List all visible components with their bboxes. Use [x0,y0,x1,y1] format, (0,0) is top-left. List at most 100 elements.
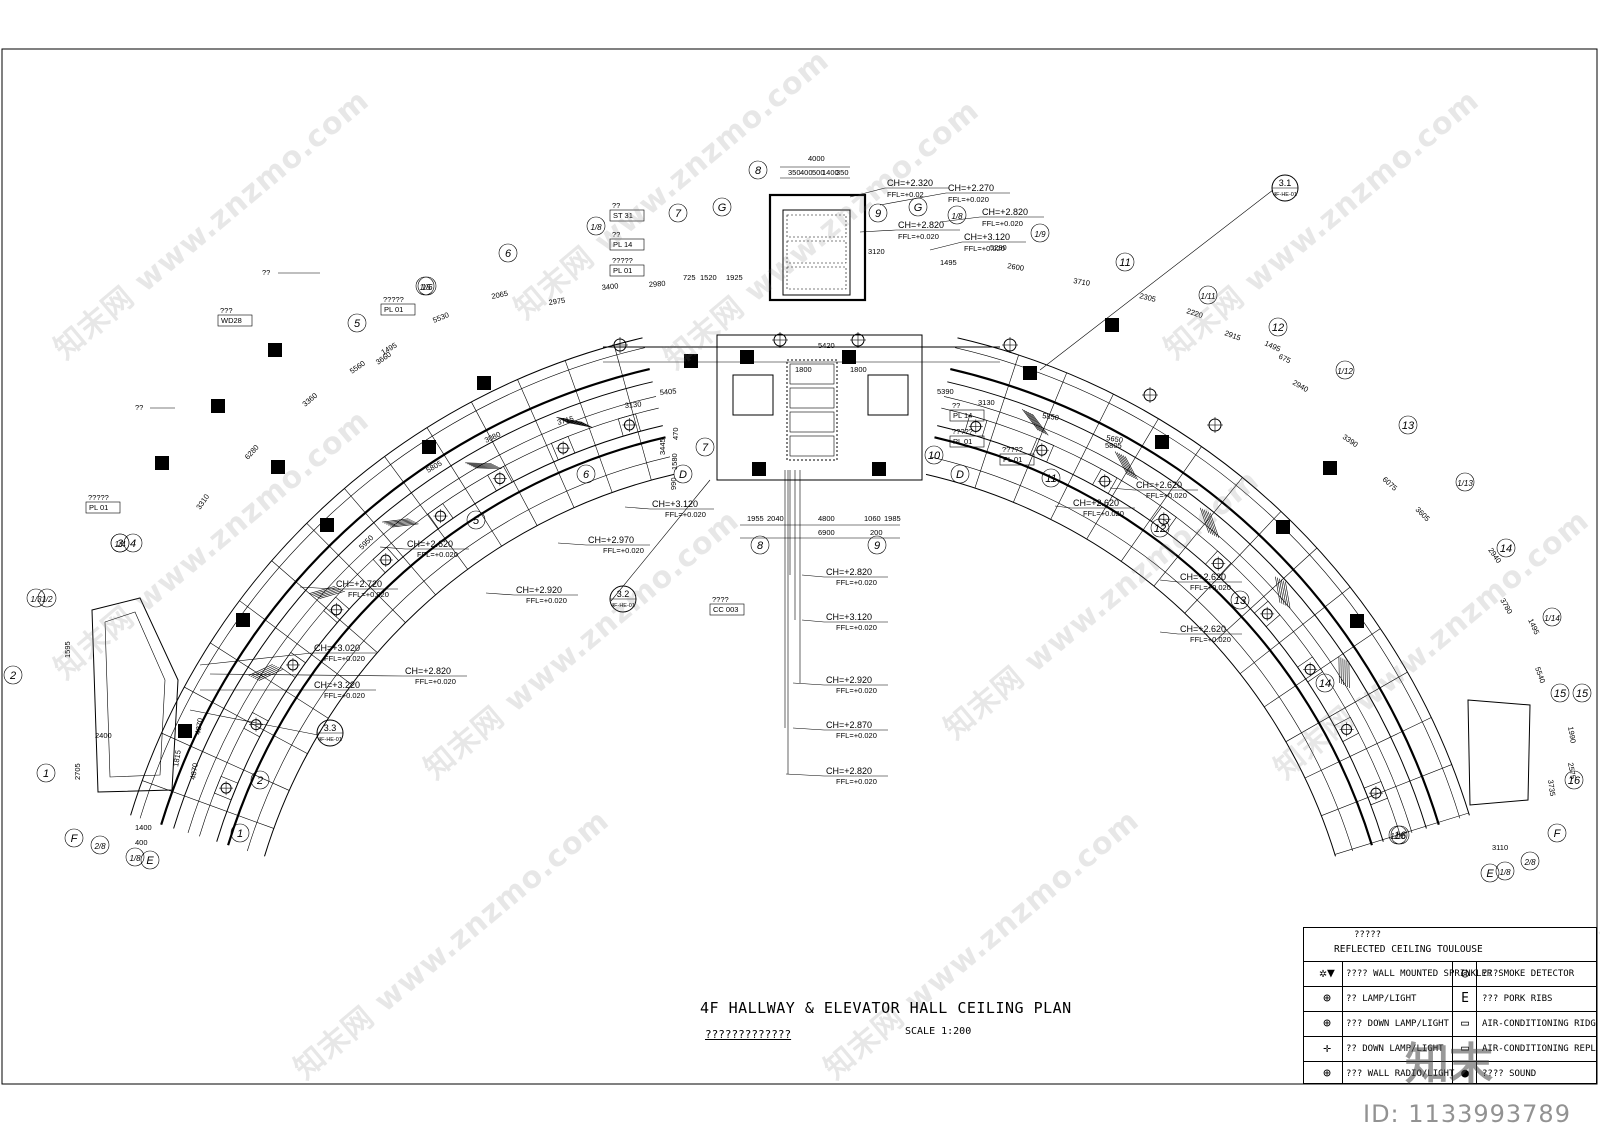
dimension-label: 400 [800,168,813,177]
grid-label: 2 [256,775,263,787]
grid-label: 2/8 [93,842,106,851]
grid-label: 1 [43,768,49,780]
dimension-label: 3110 [1492,843,1508,852]
structural-column [211,399,225,413]
ffl-label: FFL=+0.020 [1190,583,1231,592]
structural-column [1350,614,1364,628]
section-reference: 4F-HE-01 [1273,192,1297,198]
dimension-label: 3735 [1546,779,1557,797]
ceiling-height-label: CH=+3.120 [964,232,1010,242]
dimension-label: 4870 [188,762,200,780]
grid-label: 2 [9,670,16,682]
dimension-label: 2600 [1007,261,1025,273]
grid-label: 1/12 [1337,367,1353,376]
ffl-label: FFL=+0.020 [836,731,877,740]
grid-label: E [146,855,154,867]
grid-label: 6 [505,248,512,260]
sprinkler-icon: ✲▼ [1312,966,1342,982]
ceiling-height-label: CH=+2.820 [826,567,872,577]
structural-column [752,462,766,476]
legend-header: ????? REFLECTED CEILING TOULOUSE [1304,928,1596,962]
dimension-label: 3080 [483,430,502,445]
ffl-label: FFL=+0.020 [1083,509,1124,518]
wood-hatch [319,591,344,598]
radial-partition [272,561,378,653]
down-lamp-icon: ⊕ [1312,1016,1342,1032]
wood-hatch [309,586,334,593]
callout-leader [380,547,405,549]
grid-label: G [718,202,727,214]
grid-label: 11 [1045,473,1056,485]
id-stamp: ID: 1133993789 [1363,1100,1571,1128]
legend-row: ✲▼ ???? WALL MOUNTED SPRINKLER ◎ ???SMOK… [1304,962,1596,987]
grid-label: 5 [473,515,480,527]
dimension-label: 3605 [1414,505,1432,523]
callout-layer: CH=+2.320FFL=+0.02CH=+2.270FFL=+0.020CH=… [200,178,1242,786]
structural-column [268,343,282,357]
wood-hatch [469,465,495,466]
dimension-label: 3390 [1341,432,1360,449]
grid-label: 8 [755,165,762,177]
grid-label: G [914,202,923,214]
dimension-label: 1800 [850,365,867,374]
wall-radio-icon: ⊕ [1312,1066,1342,1082]
material-tag-label: PL 01 [613,266,632,275]
dimension-label: 6280 [243,443,261,461]
grid-label: 1/8 [129,854,141,863]
dimension-label: 1495 [940,258,957,267]
dimension-label: 5405 [659,387,676,397]
wood-hatch [467,464,493,465]
grid-label: 6 [583,469,590,481]
material-tag-label: PL 01 [89,503,108,512]
material-code-label: ????? [612,256,633,265]
grid-label: 9 [874,540,880,552]
section-number: 3.1 [1279,178,1292,188]
grid-label: 1/8 [1499,868,1511,877]
ceiling-height-label: CH=+2.820 [982,207,1028,217]
ffl-label: FFL=+0.020 [417,550,458,559]
wood-hatch [465,463,491,464]
dimension-label: 5850 [1042,411,1060,422]
grid-label: 15 [1554,688,1567,700]
legend-label: ??? PORK RIBS [1482,994,1552,1004]
wood-hatch [471,466,497,467]
callout-leader [802,620,824,622]
grid-label: 8 [757,540,764,552]
hall-coffer-panel [790,388,834,408]
ffl-label: FFL=+0.020 [1190,635,1231,644]
structural-column [477,376,491,390]
dimension-label: 3710 [1073,276,1091,288]
grid-label: 1/5 [419,283,431,292]
grid-label: 7 [702,442,709,454]
ffl-label: FFL=+0.020 [1146,491,1187,500]
hall-coffer-panel [790,412,834,432]
material-code-label: ?? [952,401,960,410]
grid-label: 1/8 [951,212,963,221]
ceiling-height-label: CH=+2.270 [948,183,994,193]
leader-label: ?? [135,403,143,412]
wood-hatch [1026,411,1042,432]
callout-leader [930,242,962,250]
dimension-label: 3310 [194,492,211,511]
pork-ribs-icon: E [1456,991,1474,1007]
dimension-label: 1815 [171,749,183,767]
material-tag-label: WD28 [221,316,242,325]
callout-leader [786,774,824,776]
ceiling-height-label: CH=+3.220 [314,680,360,690]
callout-leader [1055,506,1071,508]
dimension-label: 5540 [1533,666,1547,685]
grid-label: E [1486,868,1494,880]
east-end-room [1468,700,1530,805]
structural-column [1323,461,1337,475]
ffl-label: FFL=+0.020 [603,546,644,555]
dimension-label: 1580 [670,453,679,470]
radial-partition [1240,587,1350,674]
section-number: 3.3 [324,723,337,733]
grid-label: 15 [1576,688,1589,700]
wood-hatch [317,590,342,597]
material-tag-label: PL 01 [953,437,972,446]
dimension-label: 6075 [1381,475,1399,493]
ceiling-height-label: CH=+2.620 [1073,498,1119,508]
plan-scale: SCALE 1:200 [905,1026,971,1037]
grid-label: 14 [1319,678,1331,690]
